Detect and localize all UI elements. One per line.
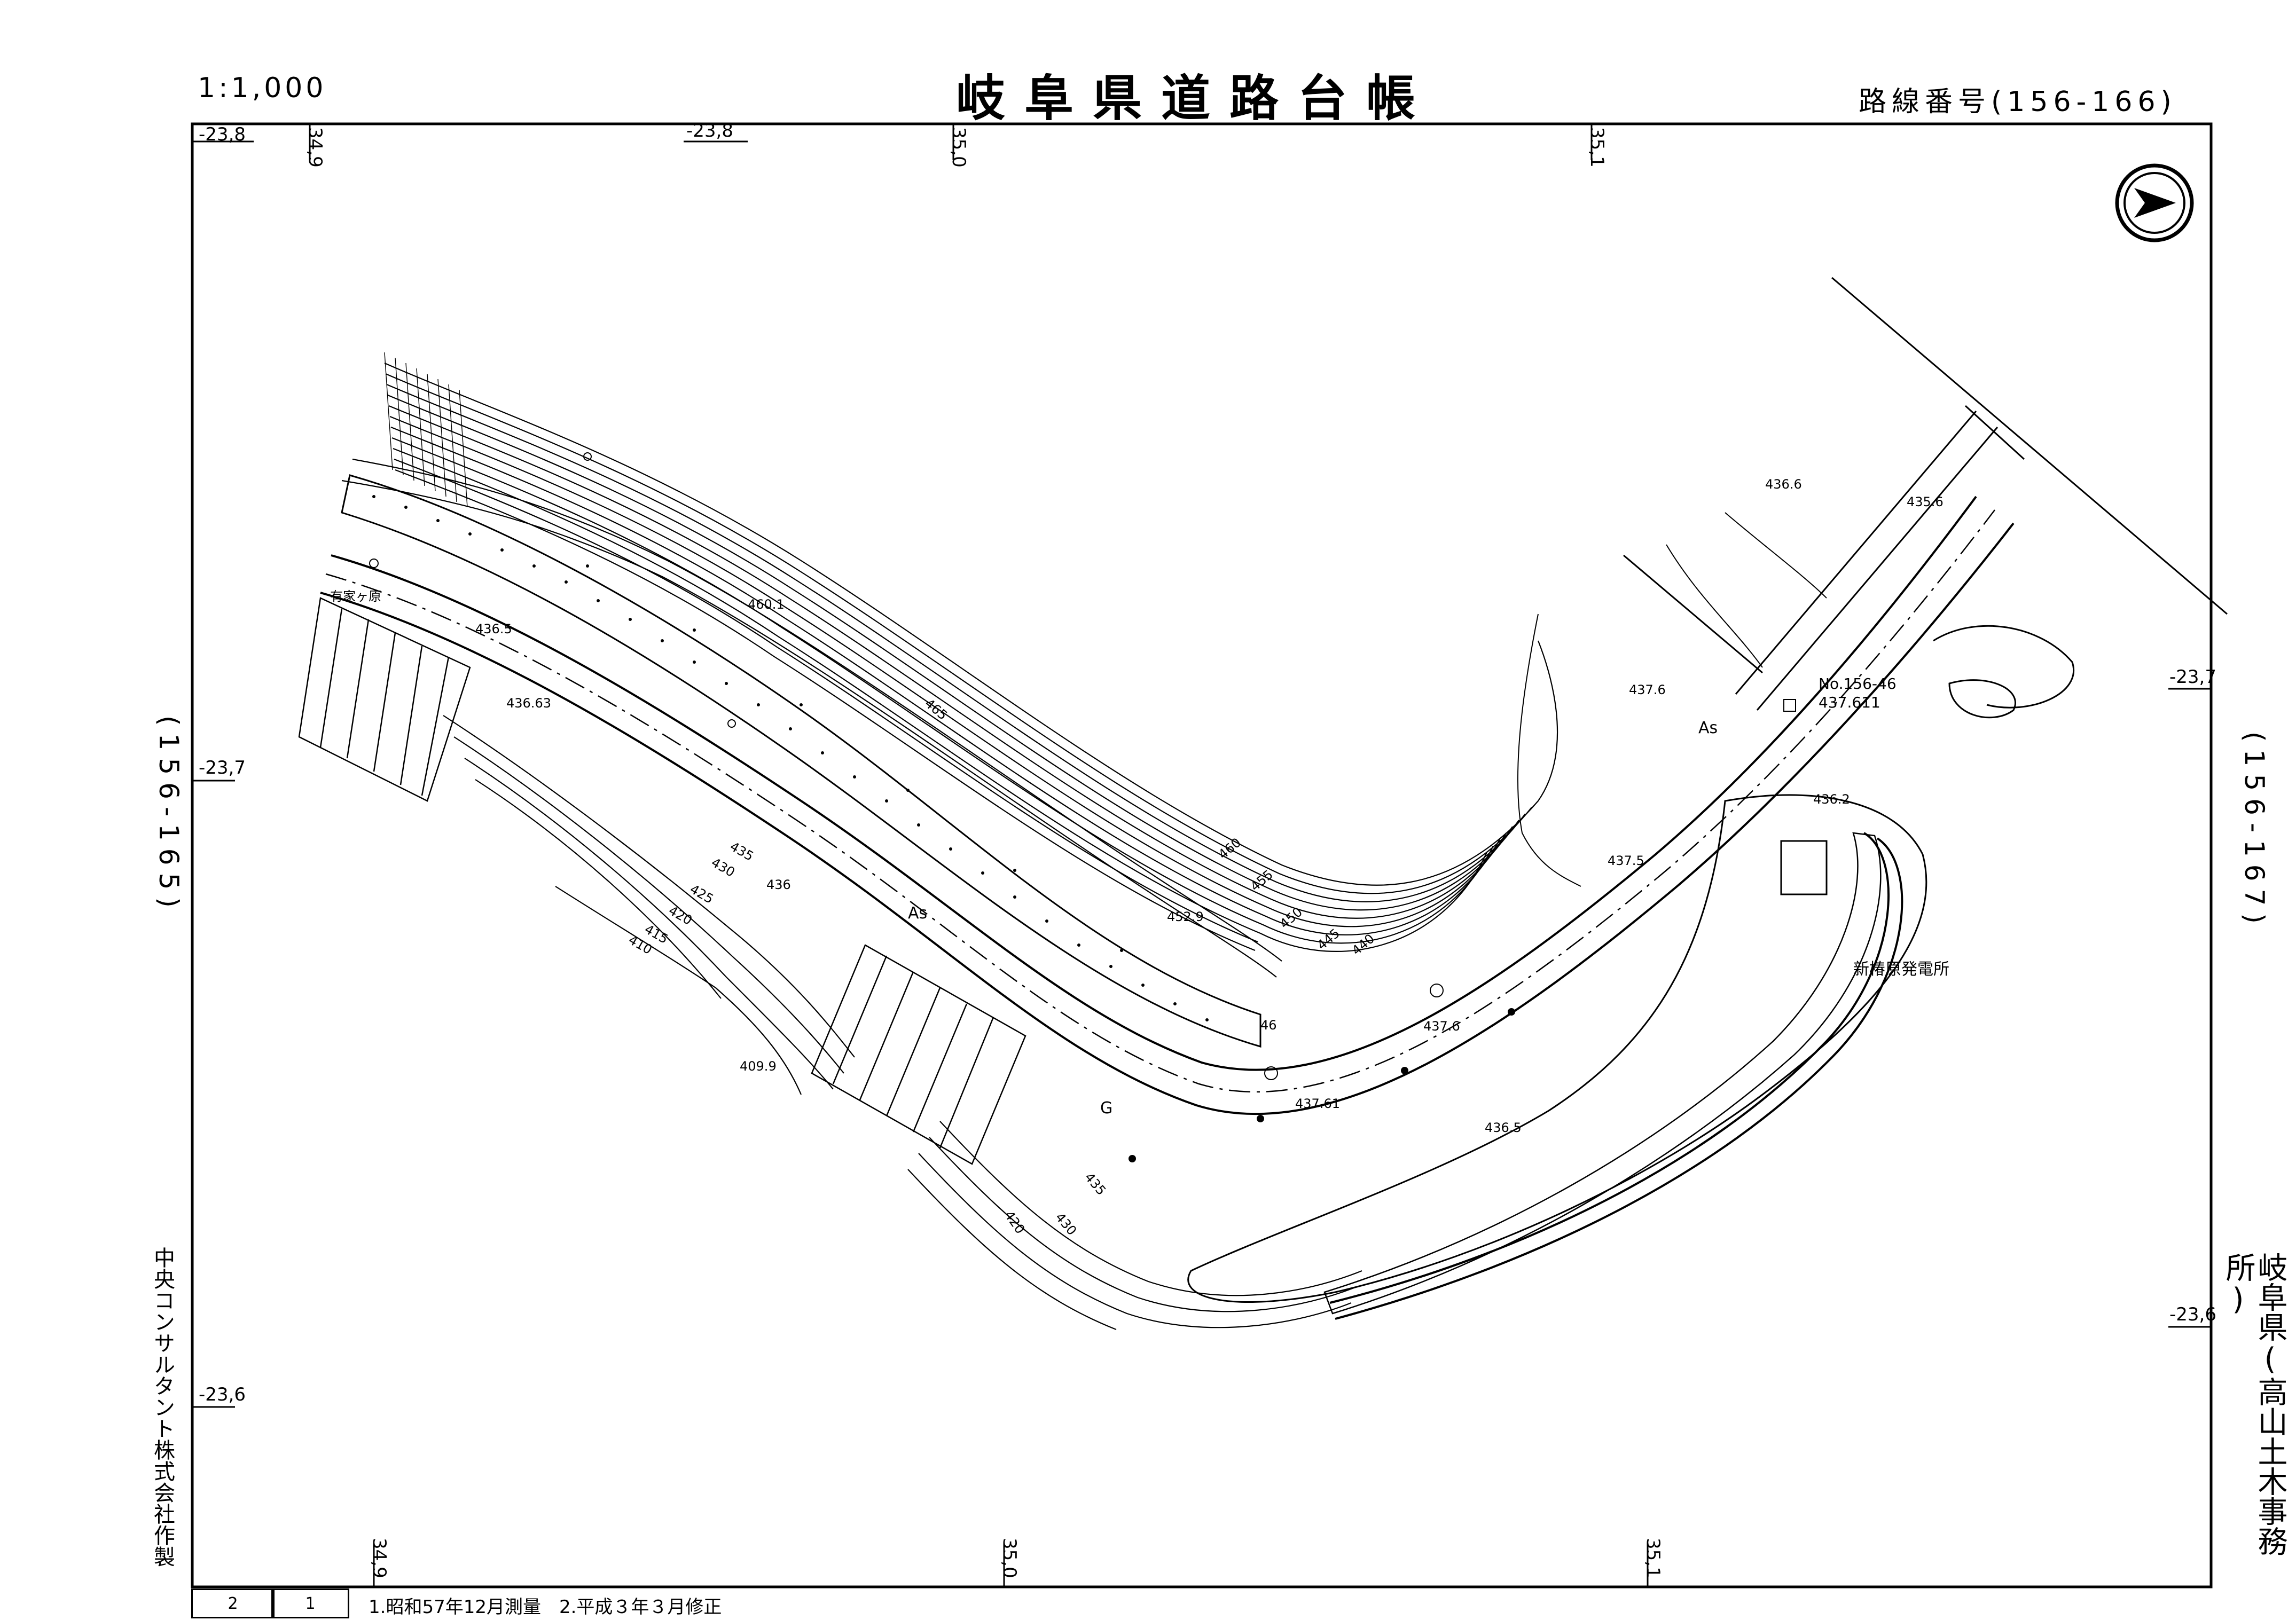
map-label-elev-452-9: 452.9	[1167, 909, 1204, 924]
map-label-contour-445: 445	[1314, 926, 1343, 953]
page-title: 岐阜県道路台帳	[956, 70, 1435, 127]
map-label-elev-437-61: 437.61	[1295, 1096, 1340, 1111]
map-label-contour-420: 420	[666, 903, 695, 928]
circle-markers	[369, 452, 1796, 1080]
coord-top-x3: 35,1	[1586, 127, 1608, 168]
main-road	[320, 496, 2015, 1115]
map-frame	[191, 122, 2213, 1588]
coord-top-y-mid: -23,8	[686, 120, 733, 141]
maker-credit: 中央コンサルタント株式会社作製	[150, 1247, 175, 1567]
map-label-elev-436-2: 436.2	[1813, 792, 1850, 807]
adjacent-sheet-right[interactable]: (156-167)	[2239, 732, 2270, 931]
map-label-small-46: 46	[1260, 1018, 1277, 1033]
coord-bottom-x2: 35,0	[999, 1538, 1020, 1578]
lower-contours	[443, 715, 1362, 1331]
grid-ticks	[192, 124, 2211, 1587]
channel-lines	[1517, 512, 1827, 887]
map-label-contour-420-b: 420	[1001, 1208, 1028, 1237]
station-elev: 437.611	[1819, 694, 1880, 711]
map-label-elev-436-5-a: 436.5	[475, 622, 512, 636]
retaining-wall-mid	[811, 944, 1026, 1165]
bridge-road	[1623, 277, 2228, 711]
map-label-elev-436-6: 436.6	[1765, 477, 1802, 492]
map-label-contour-450: 450	[1277, 905, 1305, 932]
route-number: 路線番号(156-166)	[1859, 86, 2177, 118]
coord-top-x1: 34,9	[304, 127, 326, 168]
station-number: No.156-46	[1819, 675, 1897, 693]
map-label-elev-437-6-a: 437.6	[1423, 1019, 1460, 1034]
coord-bottom-x1: 34,9	[369, 1538, 390, 1578]
issuer-credit: 岐阜県(高山土木事務所)	[2221, 1252, 2287, 1556]
footer-cell-1: 2	[191, 1588, 275, 1618]
map-text: 有家ヶ原 436.5 436.63 460.1 465 460 455 450 …	[330, 477, 1949, 1238]
coord-right-y1: -23,7	[2169, 666, 2216, 688]
map-label-contour-465: 465	[922, 696, 950, 723]
upper-contours	[341, 362, 1558, 978]
map-label-contour-425: 425	[687, 882, 716, 907]
map-label-contour-430: 430	[709, 855, 738, 880]
coord-top-x2: 35,0	[948, 127, 969, 168]
road-centerline	[325, 509, 1995, 1092]
label-arikegahara: 有家ヶ原	[330, 589, 381, 604]
map-label-contour-435-b: 435	[1082, 1170, 1109, 1198]
hill-hatching	[384, 352, 468, 508]
map-label-elev-437-5: 437.5	[1608, 853, 1644, 868]
surface-as-2: As	[1698, 719, 1718, 737]
map-label-elev-409-9: 409.9	[740, 1059, 777, 1074]
coord-left-y1: -23,7	[199, 757, 246, 778]
map-label-elev-435-6: 435.6	[1907, 494, 1944, 509]
surface-as-1: As	[908, 904, 927, 923]
surface-g: G	[1100, 1099, 1112, 1118]
map-label-elev-436-63: 436.63	[506, 696, 551, 711]
coord-bottom-x3: 35,1	[1642, 1538, 1664, 1578]
map-scale: 1:1,000	[198, 72, 327, 104]
coord-top-left-y: -23,8	[199, 124, 246, 145]
north-arrow-icon	[2115, 163, 2194, 242]
footer-notes: 1.昭和57年12月測量 2.平成３年３月修正	[369, 1597, 722, 1618]
spot-markers	[1129, 1008, 1515, 1162]
footer-cell-2: 1	[271, 1588, 349, 1618]
map-label-elev-460-1: 460.1	[748, 597, 785, 612]
map-label-elev-437-6-b: 437.6	[1629, 682, 1666, 697]
dotted-strip-lower	[1323, 832, 1882, 1315]
power-station-label: 新椿原発電所	[1853, 960, 1949, 979]
gravel-strip	[341, 474, 1261, 1048]
map-label-elev-436: 436	[766, 877, 791, 892]
map-label-contour-435: 435	[727, 839, 756, 864]
map-label-contour-460: 460	[1216, 835, 1244, 862]
adjacent-sheet-left[interactable]: (156-165)	[153, 715, 184, 915]
coord-right-y2: -23,6	[2169, 1304, 2216, 1325]
coord-left-y2: -23,6	[199, 1384, 246, 1405]
map-label-elev-436-5-b: 436.5	[1485, 1120, 1522, 1135]
gravel-dots	[372, 495, 1209, 1021]
retaining-wall-left	[298, 597, 471, 802]
power-station-area	[1187, 625, 2074, 1320]
map-label-contour-430-b: 430	[1052, 1210, 1079, 1238]
